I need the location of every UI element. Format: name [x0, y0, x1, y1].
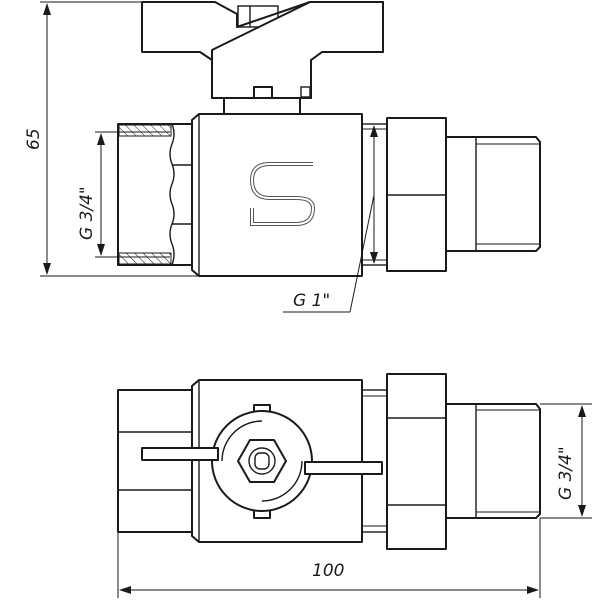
union-nut-plan [386, 373, 447, 550]
logo-letter: S [0, 0, 1, 1]
union-thread-dimension: G 1" [283, 125, 378, 313]
outlet-thread-dimension: G 3/4" [540, 403, 592, 519]
union-nut [386, 117, 447, 272]
butterfly-handle [141, 1, 384, 102]
hex-nut [237, 439, 287, 483]
outlet-fitting [445, 136, 541, 252]
union-thread-label: G 1" [293, 291, 330, 311]
inlet-fitting [117, 123, 193, 266]
length-dimension: 100 [117, 518, 541, 598]
height-dimension: 65 [24, 1, 199, 277]
lever-handle-plan [141, 404, 383, 519]
inlet-thread-dimension: G 3/4" [77, 131, 170, 258]
inlet-thread-label: G 3/4" [77, 186, 97, 240]
valve-body: S [0, 0, 363, 277]
top-view: G 3/4" 100 [117, 373, 592, 598]
length-label: 100 [312, 561, 344, 581]
brand-logo: S [0, 0, 316, 226]
outlet-thread-label: G 3/4" [556, 446, 576, 500]
height-label: 65 [24, 128, 44, 150]
side-view: S 65 G 3/4" [0, 0, 541, 313]
outlet-fitting-plan [445, 403, 541, 519]
